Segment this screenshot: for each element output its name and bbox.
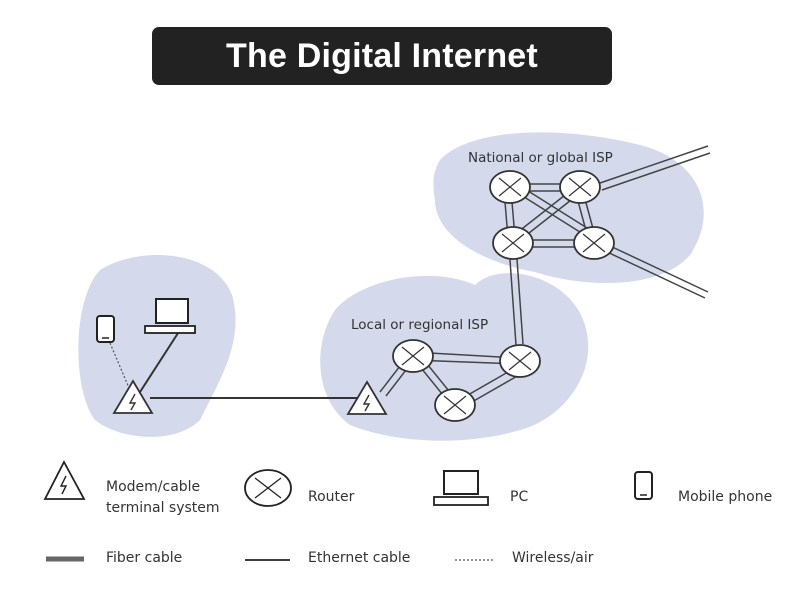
legend-modem-label-line1: Modem/cable [106,479,200,495]
router-global-top-left [489,170,531,204]
ethernet-link-pc [139,329,181,393]
modem-home [112,379,154,414]
legend-modem-label-line2: terminal system [106,500,220,516]
wireless-link-phone [109,342,133,396]
legend-mobile-label: Mobile phone [678,489,772,505]
legend-ethernet-label: Ethernet cable [308,550,410,566]
legend-wireless-label: Wireless/air [512,550,594,566]
legend-pc-icon [433,470,489,506]
legend-pc-label: PC [510,489,528,505]
title-banner: The Digital Internet [152,27,612,85]
legend-fiber-label: Fiber cable [106,550,182,566]
diagram-title: The Digital Internet [226,36,538,75]
modem-local-isp [346,380,388,415]
legend-modem-icon [43,460,86,500]
local-isp-label: Local or regional ISP [351,317,488,333]
router-local-bottom [434,388,476,422]
router-local-right [499,344,541,378]
legend-router-label: Router [308,489,355,505]
global-isp-label: National or global ISP [468,150,613,166]
router-global-bottom-right [573,226,615,260]
legend-router-icon [244,469,292,507]
pc-device [144,298,196,334]
router-local-left [392,339,434,373]
router-global-top-right [559,170,601,204]
mobile-phone-device [96,315,115,343]
legend-mobile-icon [634,471,653,500]
router-global-bottom-left [492,226,534,260]
home-network-cloud [78,255,236,437]
